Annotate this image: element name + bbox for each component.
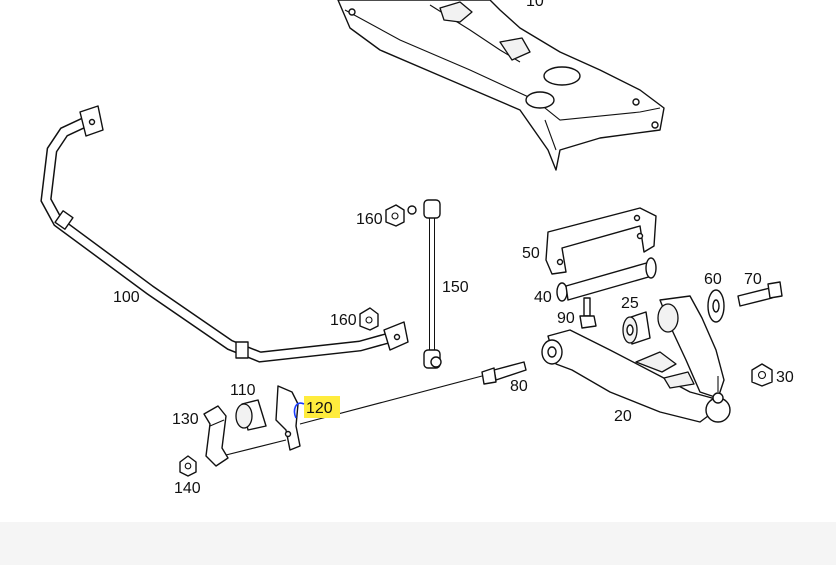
callout-120-leader — [293, 402, 305, 419]
callout-120: 120 — [306, 400, 333, 417]
clamp-130-part — [203, 405, 229, 467]
exploded-view-svg: 10 20 25 30 40 50 60 70 80 90 100 110 12… — [40, 0, 794, 497]
exploded-view-canvas: 10 20 25 30 40 50 60 70 80 90 100 110 12… — [40, 0, 794, 497]
callout-50: 50 — [522, 245, 540, 262]
callout-160-lower: 160 — [330, 312, 357, 329]
callout-20: 20 — [614, 408, 632, 425]
callout-80: 80 — [510, 378, 528, 395]
bushing-110-part — [235, 399, 267, 431]
bolt-70-part — [737, 281, 783, 307]
stabilizer-bar-part — [40, 105, 409, 363]
callout-90: 90 — [557, 310, 575, 327]
control-arm-part — [541, 295, 731, 423]
washer-60-part — [707, 289, 725, 323]
callout-140: 140 — [174, 480, 201, 497]
bracket-part — [545, 207, 657, 275]
callout-25: 25 — [621, 295, 639, 312]
nut-160-lower — [359, 307, 379, 331]
callout-60: 60 — [704, 271, 722, 288]
stabilizer-link-part — [407, 199, 442, 369]
subframe-part — [337, 0, 665, 171]
nut-160-upper — [385, 204, 405, 227]
assembly-centerline-lower — [221, 439, 287, 457]
bolt-80-part — [481, 361, 527, 385]
bushing-25-part — [622, 311, 651, 345]
callout-40: 40 — [534, 289, 552, 306]
callout-110: 110 — [230, 382, 256, 399]
callout-130: 130 — [172, 411, 199, 428]
nut-30-part — [751, 363, 773, 387]
bolt-40-part — [556, 257, 657, 302]
callout-70: 70 — [744, 271, 762, 288]
callout-30: 30 — [776, 369, 794, 386]
callout-150: 150 — [442, 279, 469, 296]
callout-100: 100 — [113, 289, 140, 306]
callout-160-upper: 160 — [356, 211, 383, 228]
callout-120-highlight — [304, 396, 340, 418]
callout-10: 10 — [526, 0, 544, 10]
nut-140-part — [179, 455, 197, 477]
clamp-120-part — [275, 385, 301, 451]
bolt-90-part — [579, 297, 597, 329]
bottom-margin — [0, 522, 836, 565]
